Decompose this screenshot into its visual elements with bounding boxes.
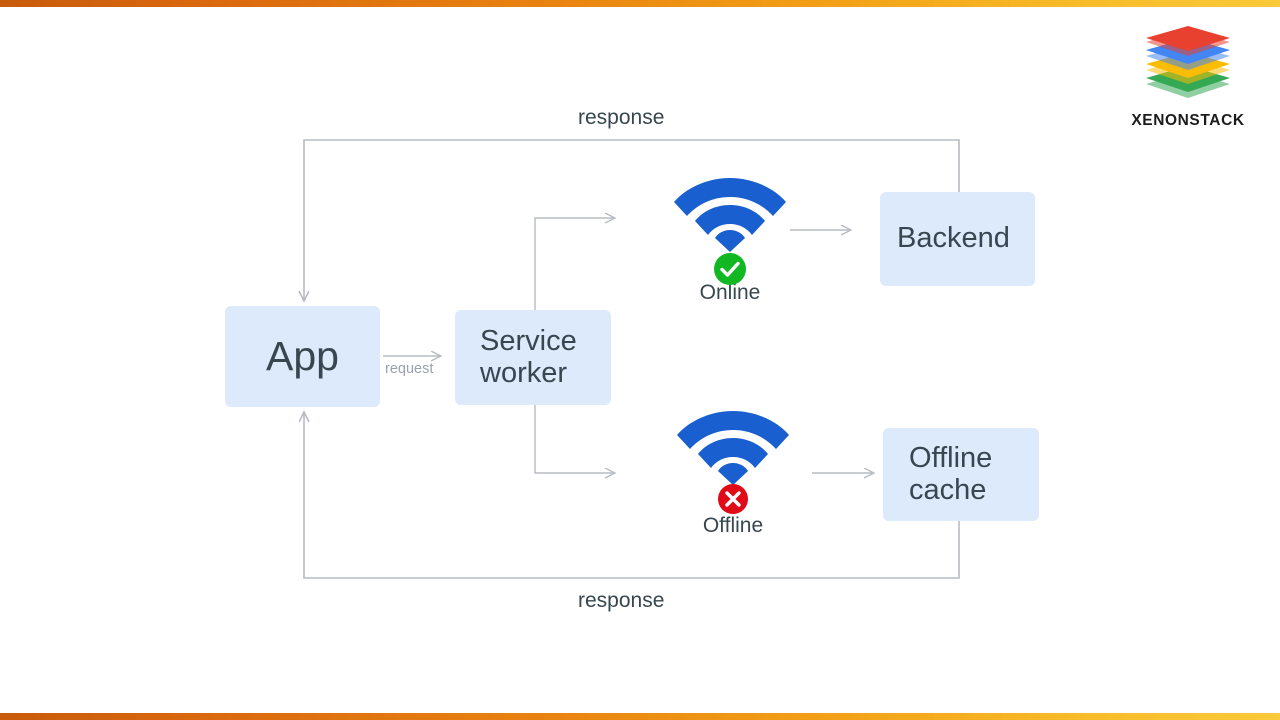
node-service-worker-label-line2: worker bbox=[480, 356, 568, 389]
stacked-layers-icon bbox=[1138, 26, 1238, 106]
brand-name: XENONSTACK bbox=[1131, 112, 1245, 129]
node-app-label: App bbox=[266, 332, 339, 379]
node-app[interactable]: App bbox=[225, 306, 380, 407]
node-service-worker-label: Service worker bbox=[480, 324, 577, 390]
status-offline: Offline bbox=[658, 403, 808, 538]
edge-label-response-bottom: response bbox=[578, 589, 665, 612]
node-offline-cache-label-line2: cache bbox=[909, 473, 987, 506]
check-circle-icon bbox=[713, 252, 747, 291]
wifi-icon bbox=[677, 411, 789, 485]
brand-logo: XENONSTACK bbox=[1120, 26, 1256, 130]
edge-label-request: request bbox=[385, 361, 434, 377]
node-offline-cache-label: Offline cache bbox=[909, 441, 993, 507]
status-online-label: Online bbox=[699, 281, 761, 304]
x-circle-icon bbox=[717, 483, 749, 520]
node-backend[interactable]: Backend bbox=[880, 192, 1035, 286]
top-accent-bar bbox=[0, 0, 1280, 7]
node-backend-label: Backend bbox=[897, 222, 1010, 255]
status-online: Online bbox=[655, 170, 805, 305]
node-offline-cache-label-line1: Offline bbox=[909, 441, 993, 474]
node-service-worker-label-line1: Service bbox=[480, 324, 577, 357]
node-offline-cache[interactable]: Offline cache bbox=[883, 428, 1039, 521]
bottom-accent-bar bbox=[0, 713, 1280, 720]
wifi-icon bbox=[674, 178, 786, 252]
status-offline-label: Offline bbox=[702, 514, 764, 537]
edge-label-response-top: response bbox=[578, 106, 665, 129]
node-service-worker[interactable]: Service worker bbox=[455, 310, 611, 405]
